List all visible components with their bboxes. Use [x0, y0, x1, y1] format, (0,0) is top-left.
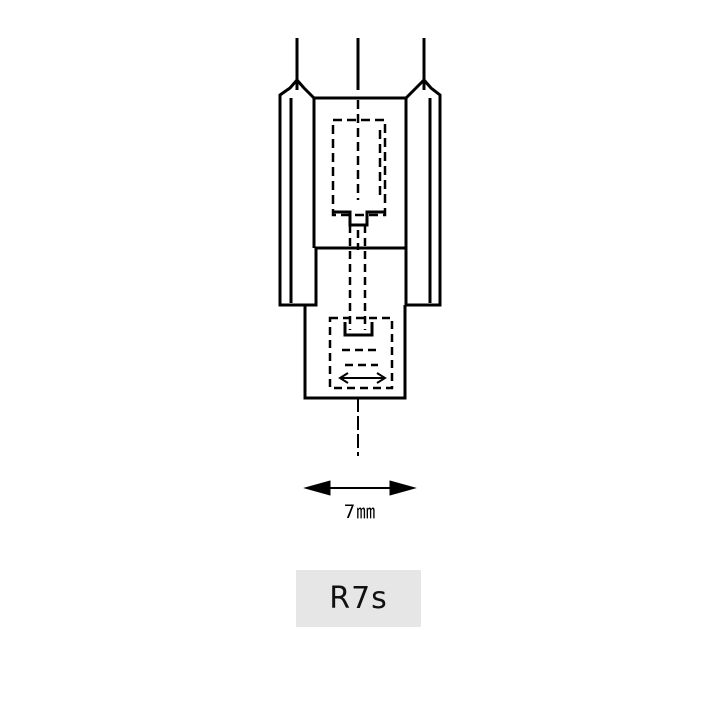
lower-contact-holder — [328, 316, 394, 390]
dimension-label: 7㎜ — [343, 501, 377, 523]
base-type-label: R7s — [329, 581, 388, 616]
base-type-badge: R7s — [296, 570, 421, 627]
base-cap — [303, 305, 407, 400]
upper-filament-holder — [331, 118, 387, 217]
dimension-arrow-left-head — [303, 480, 331, 496]
upper-notch — [333, 210, 385, 227]
lamp-body-outline — [278, 77, 442, 307]
dimension-arrow — [303, 480, 417, 496]
lower-notch — [343, 322, 374, 337]
dimension-arrow-right-head — [389, 480, 417, 496]
